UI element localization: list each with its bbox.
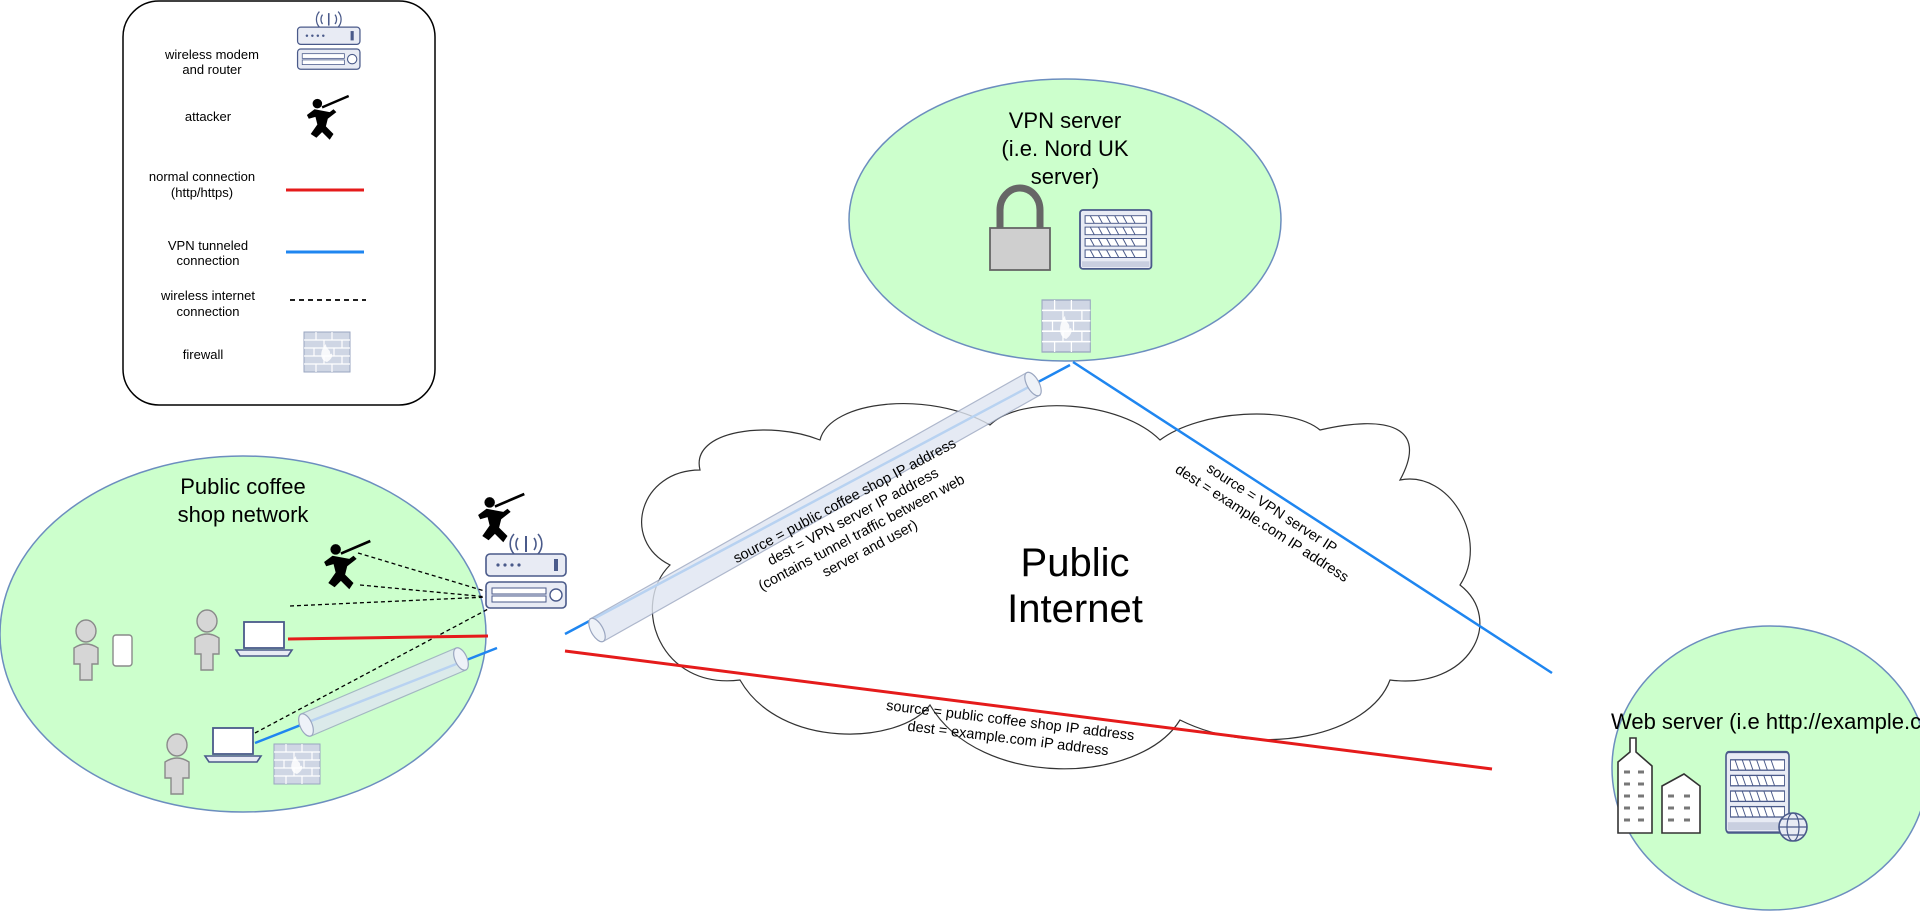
coffee-firewall-icon [273,743,321,785]
vpn-tunnel-coffee-shop [298,647,469,737]
vpn-server-label-3: server) [1031,164,1099,189]
router-icon-coffee-shop [485,533,567,609]
normal-connection-router-webserver [564,649,1493,771]
vpn-server-zone [848,78,1282,362]
laptop-icon-2 [204,727,262,763]
phone-icon [112,634,133,667]
legend-router-label-1: wireless modem [164,47,259,62]
legend-box [122,0,436,406]
legend-vpn-label-2: connection [177,253,240,268]
legend-wireless-label-1: wireless internet [160,288,255,303]
coffee-shop-label-2: shop network [178,502,310,527]
vpn-firewall-icon [1041,299,1092,353]
coffee-shop-label-1: Public coffee [180,474,306,499]
vpn-tunnel-internet [588,371,1042,643]
legend-firewall-label: firewall [183,347,224,362]
laptop-icon [235,621,293,657]
coffee-shop-zone [0,455,487,813]
web-server-label: Web server (i.e http://example.com) [1611,709,1920,734]
vpn-server-rack-icon [1079,209,1153,270]
public-internet-label-2: Internet [1007,587,1143,631]
legend: wireless modem and router attacker norma… [122,0,436,406]
firewall-icon [303,331,351,373]
legend-attacker-label: attacker [185,109,232,124]
legend-vpn-label-1: VPN tunneled [168,238,248,253]
legend-wireless-label-2: connection [177,304,240,319]
globe-icon [1778,812,1808,842]
vpn-server-label-2: (i.e. Nord UK [1001,136,1128,161]
normal-connection-laptop-router [287,634,489,641]
attacker-icon-outside [476,492,526,544]
web-server-rack-icon [1724,750,1791,834]
legend-normal-label-1: normal connection [149,169,255,184]
legend-router-label-2: and router [182,62,242,77]
wireless-connections [254,552,491,734]
legend-normal-label-2: (http/https) [171,185,233,200]
vpn-connection-vpnserver-webserver [1072,360,1553,675]
vpn-server-label-1: VPN server [1009,108,1121,133]
building-icon [1617,737,1701,834]
public-internet-label-1: Public [1021,541,1130,585]
lock-icon [989,184,1051,271]
